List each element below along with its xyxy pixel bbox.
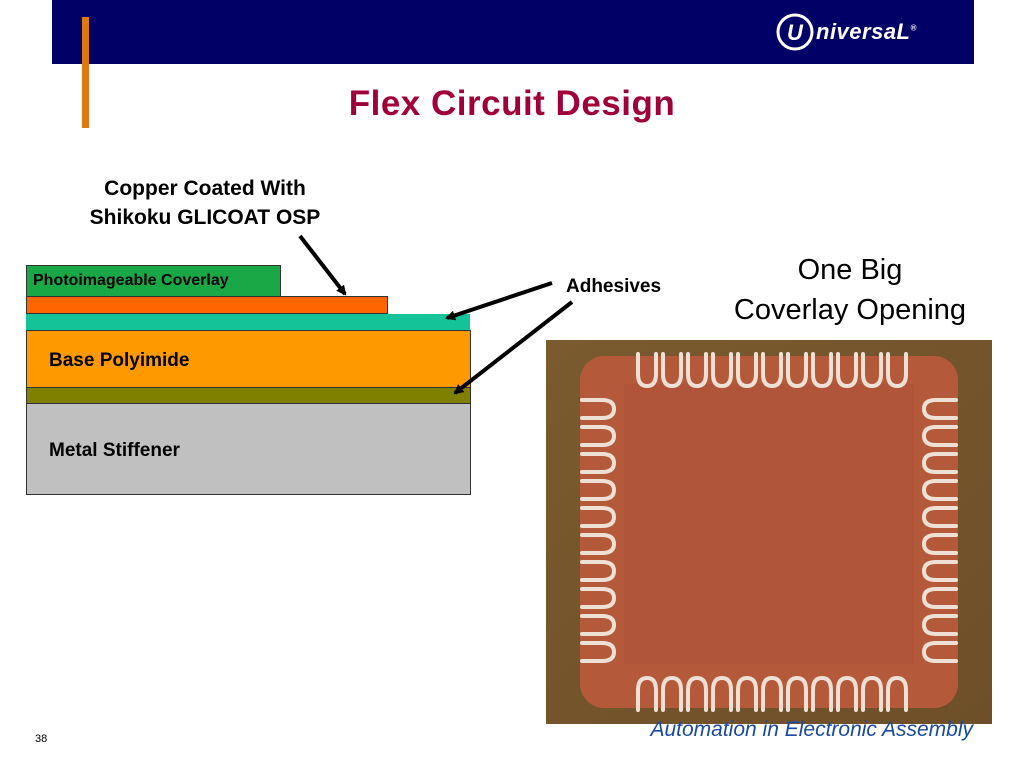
pad-trace — [580, 398, 617, 420]
pad-trace — [580, 641, 617, 663]
logo-text-word: niversaL — [816, 19, 911, 44]
footer-tagline: Automation in Electronic Assembly — [650, 718, 973, 741]
adhesive-arrow-bottom — [453, 300, 574, 395]
pad-trace — [580, 452, 617, 474]
pad-trace — [711, 352, 733, 389]
pad-trace — [580, 506, 617, 528]
pad-trace — [580, 479, 617, 501]
pad-trace — [580, 533, 617, 555]
copper-osp-label-line2: Shikoku GLICOAT OSP — [89, 206, 321, 229]
pad-trace — [921, 614, 958, 636]
adhesive-arrow-top — [445, 281, 553, 321]
metal-stiffener-layer: Metal Stiffener — [26, 403, 471, 495]
universal-logo: U niversaL® — [776, 10, 917, 54]
pad-trace — [580, 614, 617, 636]
pad-trace — [736, 675, 758, 712]
header-bar — [52, 0, 974, 64]
pad-trace — [686, 352, 708, 389]
page-number: 38 — [35, 733, 48, 745]
adhesives-label: Adhesives — [566, 276, 662, 297]
pad-trace — [886, 675, 908, 712]
pad-trace — [836, 352, 858, 389]
coverlay-opening-line2: Coverlay Opening — [733, 294, 967, 326]
pad-trace — [921, 398, 958, 420]
pad-trace — [861, 675, 883, 712]
pad-trace — [811, 675, 833, 712]
coverlay-layer: Photoimageable Coverlay — [26, 265, 281, 297]
pad-trace — [786, 352, 808, 389]
logo-text: niversaL® — [816, 19, 917, 45]
pad-trace — [921, 533, 958, 555]
copper-arrow — [298, 234, 347, 296]
base-polyimide-layer: Base Polyimide — [26, 330, 471, 388]
logo-registered: ® — [910, 23, 917, 33]
pad-trace — [861, 352, 883, 389]
pad-trace — [921, 452, 958, 474]
pad-trace — [580, 425, 617, 447]
base-polyimide-label: Base Polyimide — [49, 350, 190, 371]
pad-trace — [636, 352, 658, 389]
pad-trace — [580, 560, 617, 582]
coverlay-opening-label: One Big Coverlay Opening — [700, 250, 1000, 330]
adhesive-layer-top — [26, 314, 470, 331]
pad-trace — [921, 560, 958, 582]
pad-trace — [786, 675, 808, 712]
copper-osp-label: Copper Coated With Shikoku GLICOAT OSP — [50, 174, 360, 232]
logo-mark-icon: U — [776, 13, 814, 51]
pad-trace — [921, 479, 958, 501]
pad-trace — [686, 675, 708, 712]
copper-osp-label-line1: Copper Coated With — [104, 177, 306, 200]
pad-trace — [761, 675, 783, 712]
metal-stiffener-label: Metal Stiffener — [49, 440, 180, 461]
pad-trace — [580, 587, 617, 609]
coverlay-opening-photo — [546, 340, 992, 724]
pad-trace — [921, 425, 958, 447]
logo-mark-letter: U — [787, 20, 804, 45]
coverlay-opening-line1: One Big — [797, 254, 903, 286]
pad-trace — [761, 352, 783, 389]
pad-trace — [736, 352, 758, 389]
pad-trace — [921, 641, 958, 663]
pad-trace — [636, 675, 658, 712]
pad-trace — [921, 587, 958, 609]
pad-trace — [661, 675, 683, 712]
accent-bar — [82, 17, 89, 128]
pad-trace — [711, 675, 733, 712]
coverlay-layer-label: Photoimageable Coverlay — [33, 272, 229, 289]
pad-trace — [886, 352, 908, 389]
pad-trace — [921, 506, 958, 528]
slide-title: Flex Circuit Design — [348, 84, 676, 123]
pad-trace — [836, 675, 858, 712]
pad-trace — [661, 352, 683, 389]
pad-trace — [811, 352, 833, 389]
